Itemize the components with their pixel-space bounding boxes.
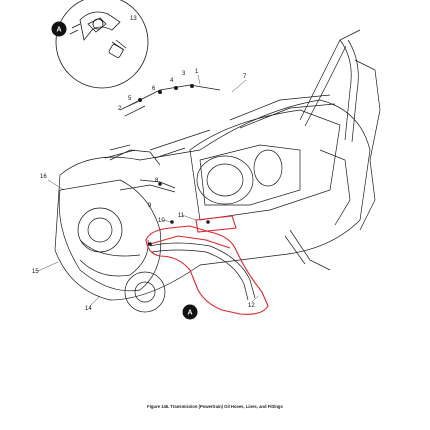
leader-lines	[37, 74, 259, 307]
callout-4: 4	[170, 78, 174, 84]
callout-16: 16	[40, 174, 47, 180]
callout-labels: 1 2 3 4 5 6 7 8 9 10 11 12 13 14 15 16	[32, 16, 255, 312]
detail-a-label-top: A	[57, 27, 62, 34]
detail-a-badge-bottom: A	[182, 304, 198, 320]
highlighted-hose-route	[145, 215, 269, 315]
callout-8: 8	[155, 178, 159, 184]
callout-11: 11	[178, 213, 185, 219]
callout-5: 5	[128, 96, 132, 102]
callout-15: 15	[32, 269, 39, 275]
oil-hoses	[79, 84, 256, 301]
callout-7: 7	[243, 74, 247, 80]
detail-inset	[55, 0, 149, 89]
callout-6: 6	[152, 86, 156, 92]
callout-10: 10	[158, 218, 165, 224]
callout-14: 14	[85, 306, 92, 312]
callout-3: 3	[182, 71, 186, 77]
transmission-assembly	[54, 29, 381, 313]
callout-2: 2	[118, 106, 122, 112]
fittings	[138, 84, 210, 246]
detail-a-label-bottom: A	[188, 310, 193, 317]
callout-9: 9	[148, 203, 152, 209]
callout-12: 12	[248, 303, 255, 309]
callout-13: 13	[130, 16, 137, 22]
figure-caption: Figure 146. Transmission (Powertrain) Oi…	[147, 404, 283, 409]
detail-a-badge-top: A	[51, 21, 67, 37]
callout-1: 1	[195, 69, 199, 75]
